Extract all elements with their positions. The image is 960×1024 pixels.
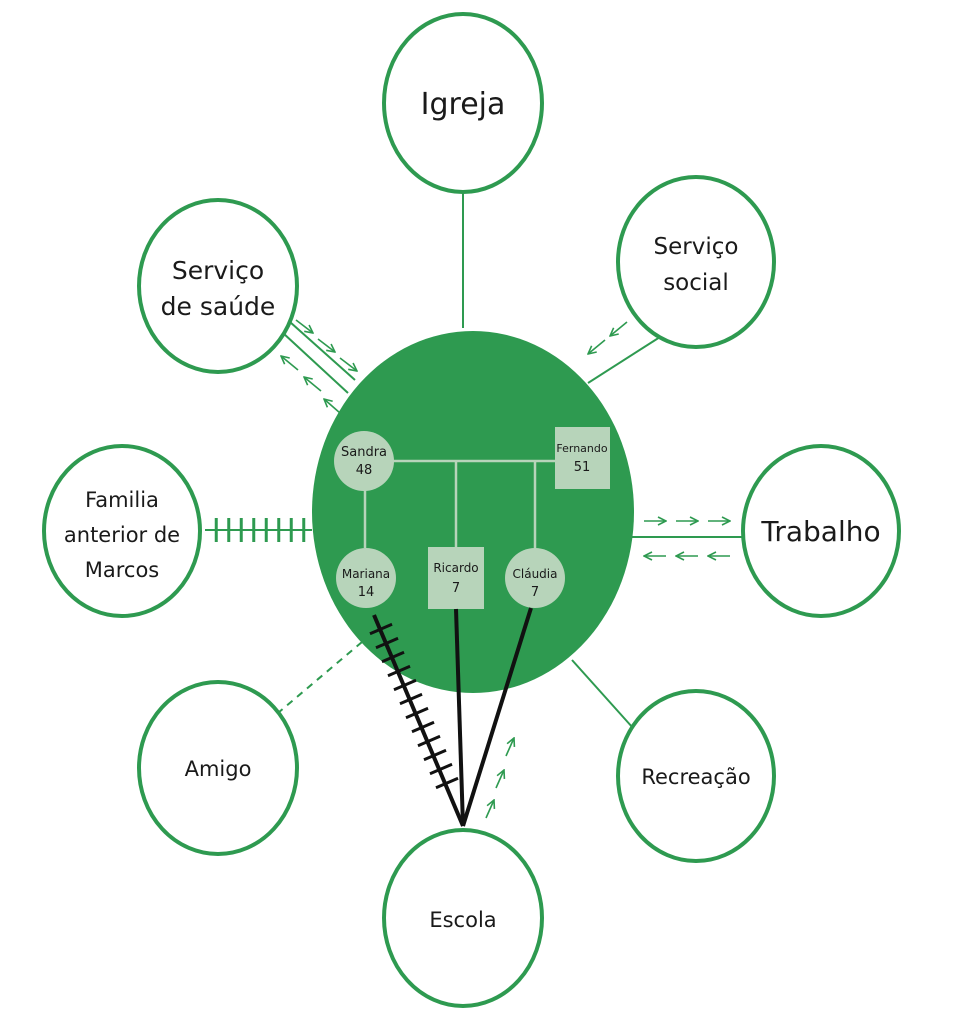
node-recreacao: Recreação — [616, 689, 776, 863]
node-escola-label: Escola — [429, 908, 496, 932]
hatch-tick — [387, 664, 411, 678]
person-mariana-symbol — [336, 548, 396, 608]
hatch-tick — [435, 776, 459, 790]
node-servico-saude-label-1: Serviço — [172, 256, 264, 285]
person-claudia-name: Cláudia — [513, 567, 558, 581]
connection-escola-arrows — [485, 738, 514, 819]
node-familia-anterior-circle — [42, 444, 202, 618]
person-claudia: Cláudia 7 — [505, 548, 565, 608]
node-igreja-label: Igreja — [421, 87, 506, 122]
node-servico-saude-circle — [137, 198, 299, 374]
arrow-escola — [485, 800, 494, 819]
hatch-tick — [375, 636, 399, 650]
person-sandra-age: 48 — [356, 463, 373, 478]
connection-servico-social — [587, 329, 672, 384]
hatch-tick — [381, 650, 405, 664]
connection-ricardo-escola — [454, 608, 465, 827]
node-amigo-circle — [137, 680, 299, 856]
node-servico-saude-label-2: de saúde — [161, 292, 276, 321]
node-trabalho-circle — [741, 444, 901, 618]
connection-mariana-escola — [372, 614, 465, 827]
family-lines — [363, 459, 555, 550]
person-fernando-age: 51 — [574, 460, 591, 475]
node-escola-circle — [382, 828, 544, 1008]
connection-servico-saude-arrows — [281, 319, 357, 414]
hatch-tick — [417, 734, 441, 748]
connection-trabalho-arrows — [644, 521, 730, 556]
hatch-tick — [423, 748, 447, 762]
connection-mariana-escola-hatch — [369, 622, 459, 790]
person-ricardo-age: 7 — [452, 581, 460, 596]
arrow-servico-saude-in — [295, 319, 313, 333]
node-servico-social-label-1: Serviço — [654, 234, 739, 260]
person-ricardo: Ricardo 7 — [428, 547, 484, 609]
connection-familia-anterior-hatch — [214, 518, 306, 542]
hatch-tick — [369, 622, 393, 636]
node-familia-anterior: Familia anterior de Marcos — [42, 444, 202, 618]
arrow-servico-social — [610, 321, 628, 336]
node-recreacao-label: Recreação — [641, 765, 750, 789]
person-sandra: Sandra 48 — [334, 431, 394, 491]
person-claudia-age: 7 — [531, 585, 539, 600]
node-servico-social-label-2: social — [663, 270, 729, 296]
person-mariana-age: 14 — [358, 585, 375, 600]
node-familia-anterior-label-2: anterior de — [64, 523, 180, 547]
arrow-servico-saude-out — [281, 356, 299, 371]
node-servico-social: Serviço social — [616, 175, 776, 349]
node-trabalho-label: Trabalho — [760, 515, 880, 548]
person-fernando: Fernando 51 — [555, 427, 610, 489]
person-sandra-name: Sandra — [341, 445, 387, 460]
hatch-tick — [393, 678, 417, 692]
connections — [205, 193, 742, 729]
arrow-escola — [505, 738, 514, 757]
person-fernando-symbol — [555, 427, 610, 489]
connection-amigo — [271, 641, 363, 719]
person-claudia-symbol — [505, 548, 565, 608]
hatch-tick — [405, 706, 429, 720]
person-ricardo-name: Ricardo — [433, 561, 478, 575]
person-sandra-symbol — [334, 431, 394, 491]
node-amigo-label: Amigo — [185, 757, 252, 781]
node-escola: Escola — [382, 828, 544, 1008]
arrow-servico-saude-in — [317, 338, 335, 352]
connection-servico-saude-a — [289, 321, 356, 381]
connection-servico-saude-b — [282, 332, 349, 394]
person-mariana: Mariana 14 — [336, 548, 396, 608]
node-servico-social-circle — [616, 175, 776, 349]
connection-claudia-escola — [461, 607, 533, 827]
hatch-tick — [411, 720, 435, 734]
connection-servico-social-arrows — [588, 321, 628, 354]
node-servico-saude: Serviço de saúde — [137, 198, 299, 374]
node-recreacao-circle — [616, 689, 776, 863]
node-amigo: Amigo — [137, 680, 299, 856]
hatch-tick — [399, 692, 423, 706]
arrow-servico-social — [588, 339, 606, 354]
node-igreja: Igreja — [382, 12, 544, 194]
arrow-servico-saude-out — [304, 377, 322, 392]
person-fernando-name: Fernando — [556, 442, 607, 455]
person-mariana-name: Mariana — [342, 567, 390, 581]
arrow-escola — [495, 770, 504, 789]
arrow-servico-saude-in — [339, 357, 357, 371]
school-connections — [369, 607, 533, 827]
person-ricardo-symbol — [428, 547, 484, 609]
node-familia-anterior-label-1: Familia — [85, 488, 159, 512]
node-familia-anterior-label-3: Marcos — [85, 558, 160, 582]
connection-recreacao — [571, 659, 634, 729]
node-trabalho: Trabalho — [741, 444, 901, 618]
arrow-servico-saude-out — [324, 399, 341, 414]
node-igreja-circle — [382, 12, 544, 194]
family-circle — [312, 331, 634, 693]
hatch-tick — [429, 762, 453, 776]
